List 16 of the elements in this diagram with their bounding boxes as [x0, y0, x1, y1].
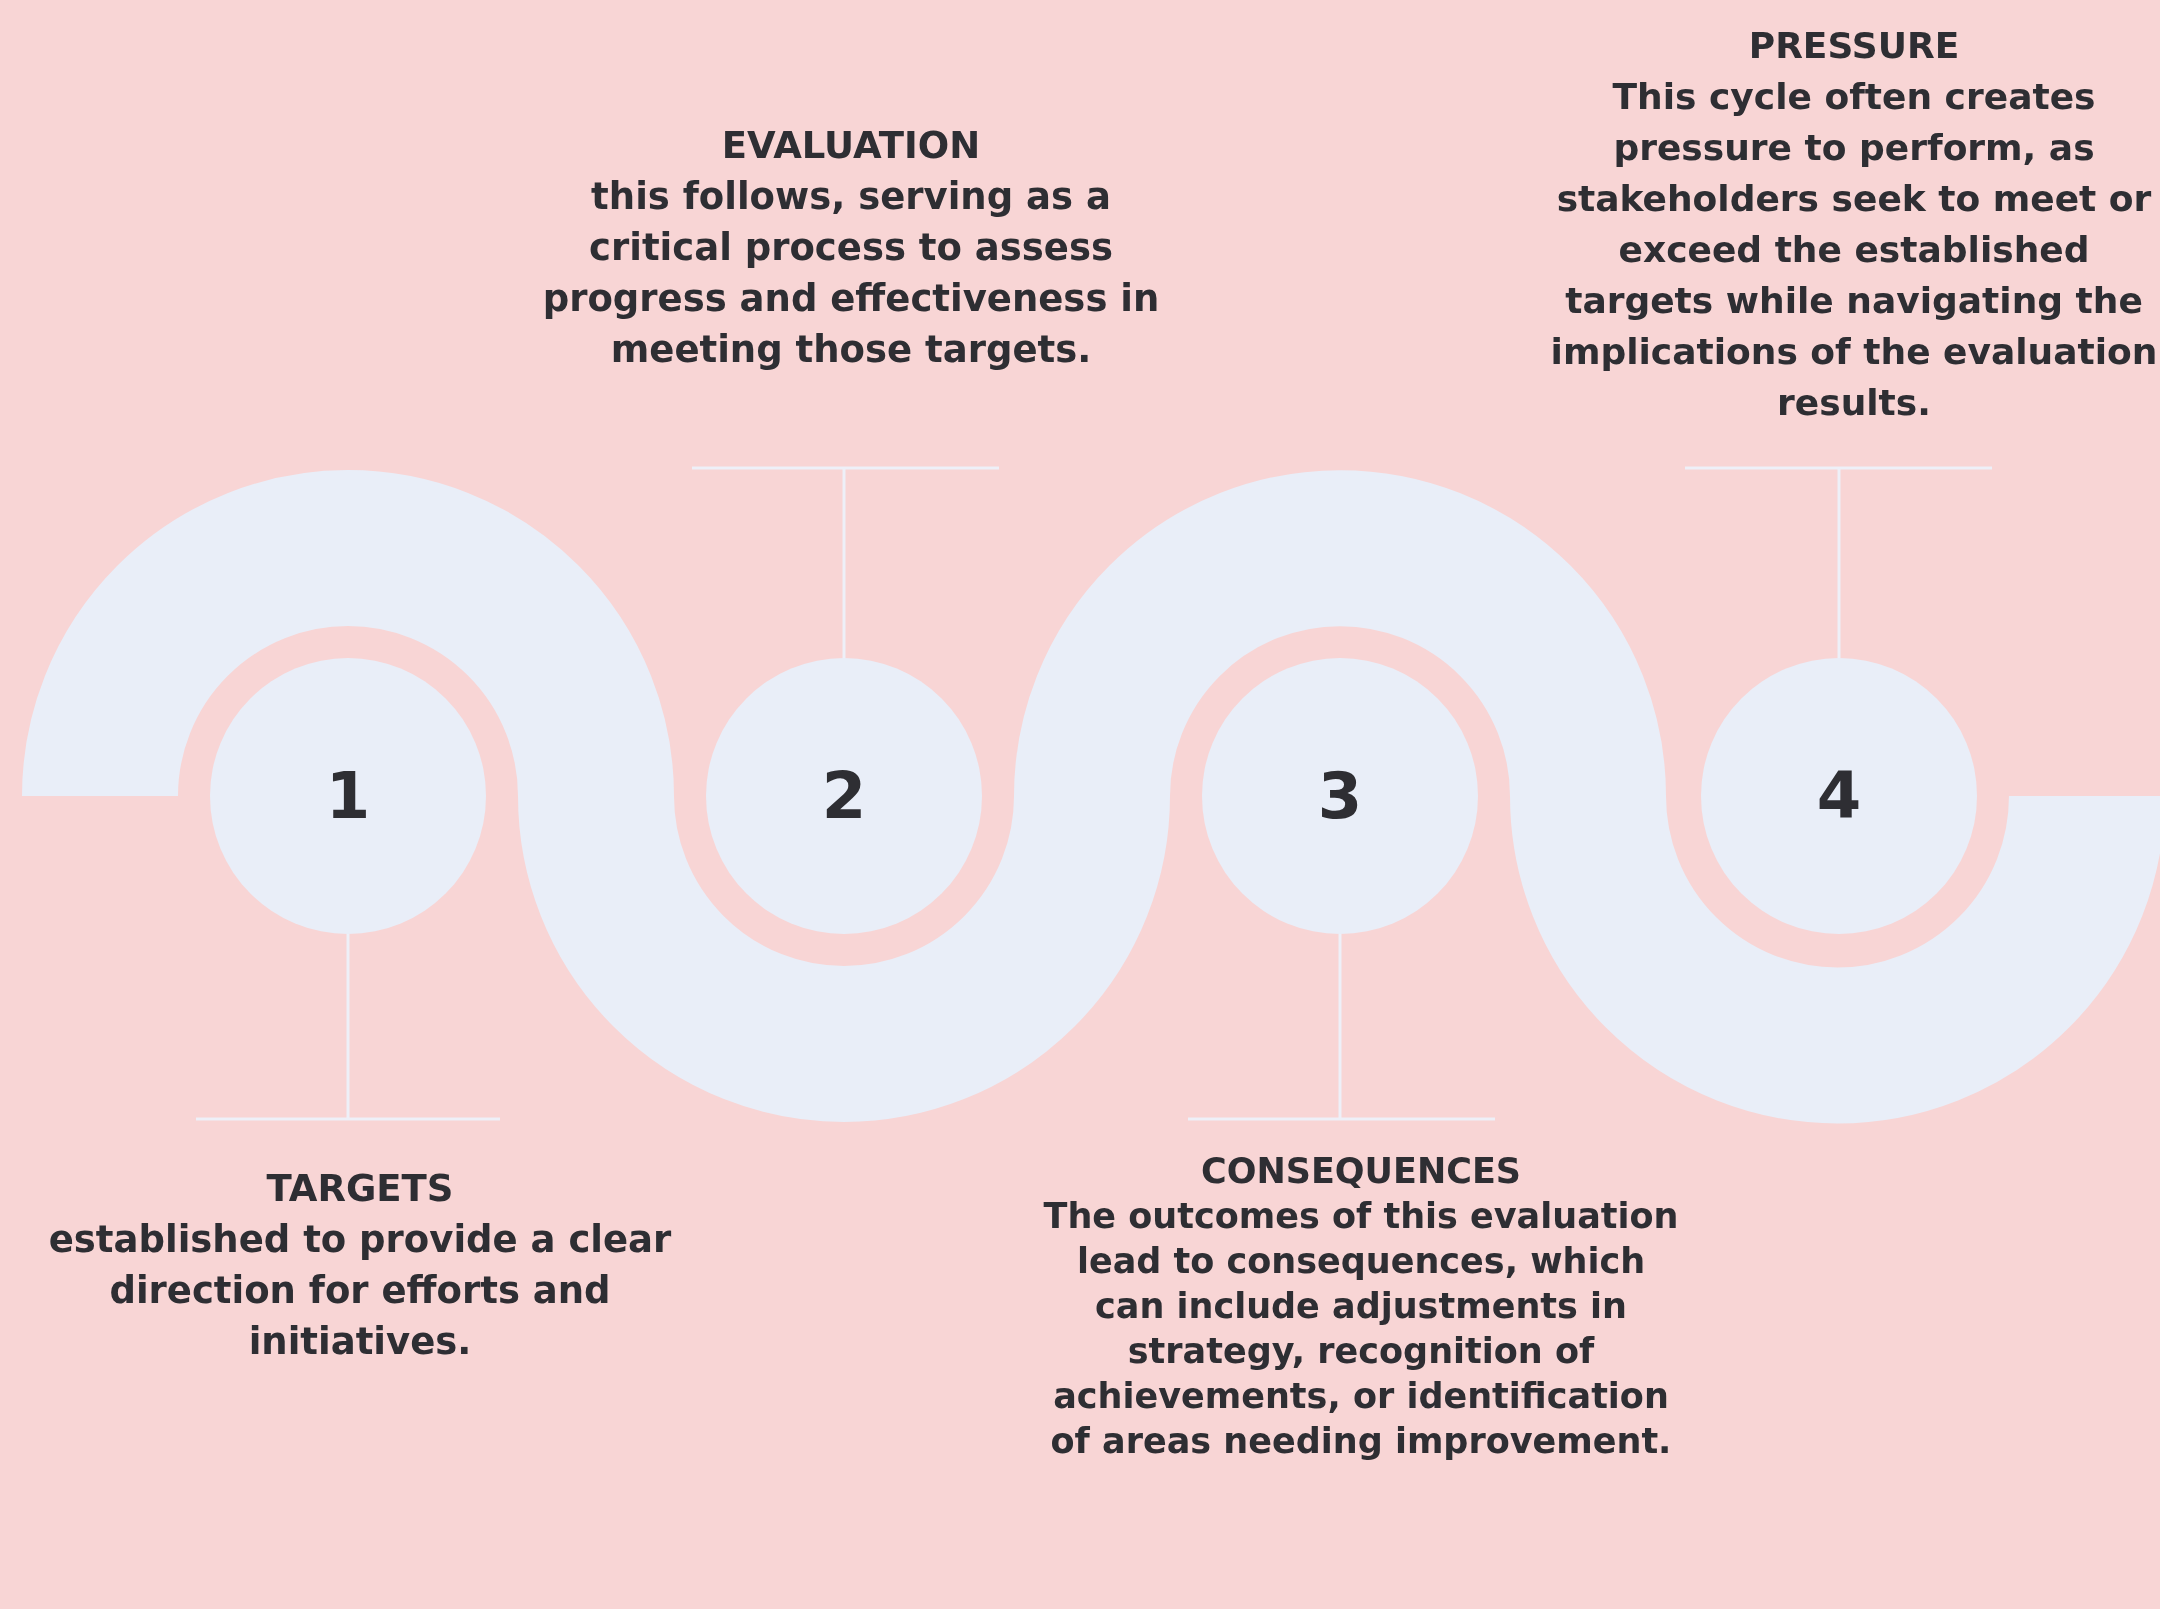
step-heading: EVALUATION	[720, 123, 982, 169]
step-number: 4	[1816, 759, 1862, 833]
step-description: this follows, serving as a critical process to assess progress and effectiveness in meeting those targets.	[541, 174, 1161, 373]
leader-line	[1683, 466, 1994, 660]
step-heading: TARGETS	[265, 1166, 455, 1212]
leader-line	[690, 466, 1001, 660]
step-description: This cycle often creates pressure to perform, as stakeholders seek to meet or exceed the established targets while navigating the implications of the evaluation results.	[1549, 75, 2159, 425]
step-heading: PRESSURE	[1747, 24, 1961, 68]
step-description: The outcomes of this evaluation lead to consequences, which can include adjustments in strategy, recognition of achievements, or identification of areas needing improvement.	[1042, 1195, 1680, 1463]
step-number: 1	[325, 759, 371, 833]
step-description: established to provide a clear direction for efforts and initiatives.	[47, 1217, 673, 1365]
step-number: 2	[821, 759, 867, 833]
leader-line	[194, 932, 502, 1121]
step-number: 3	[1317, 759, 1363, 833]
step-heading: CONSEQUENCES	[1200, 1150, 1522, 1193]
leader-line	[1186, 932, 1497, 1121]
